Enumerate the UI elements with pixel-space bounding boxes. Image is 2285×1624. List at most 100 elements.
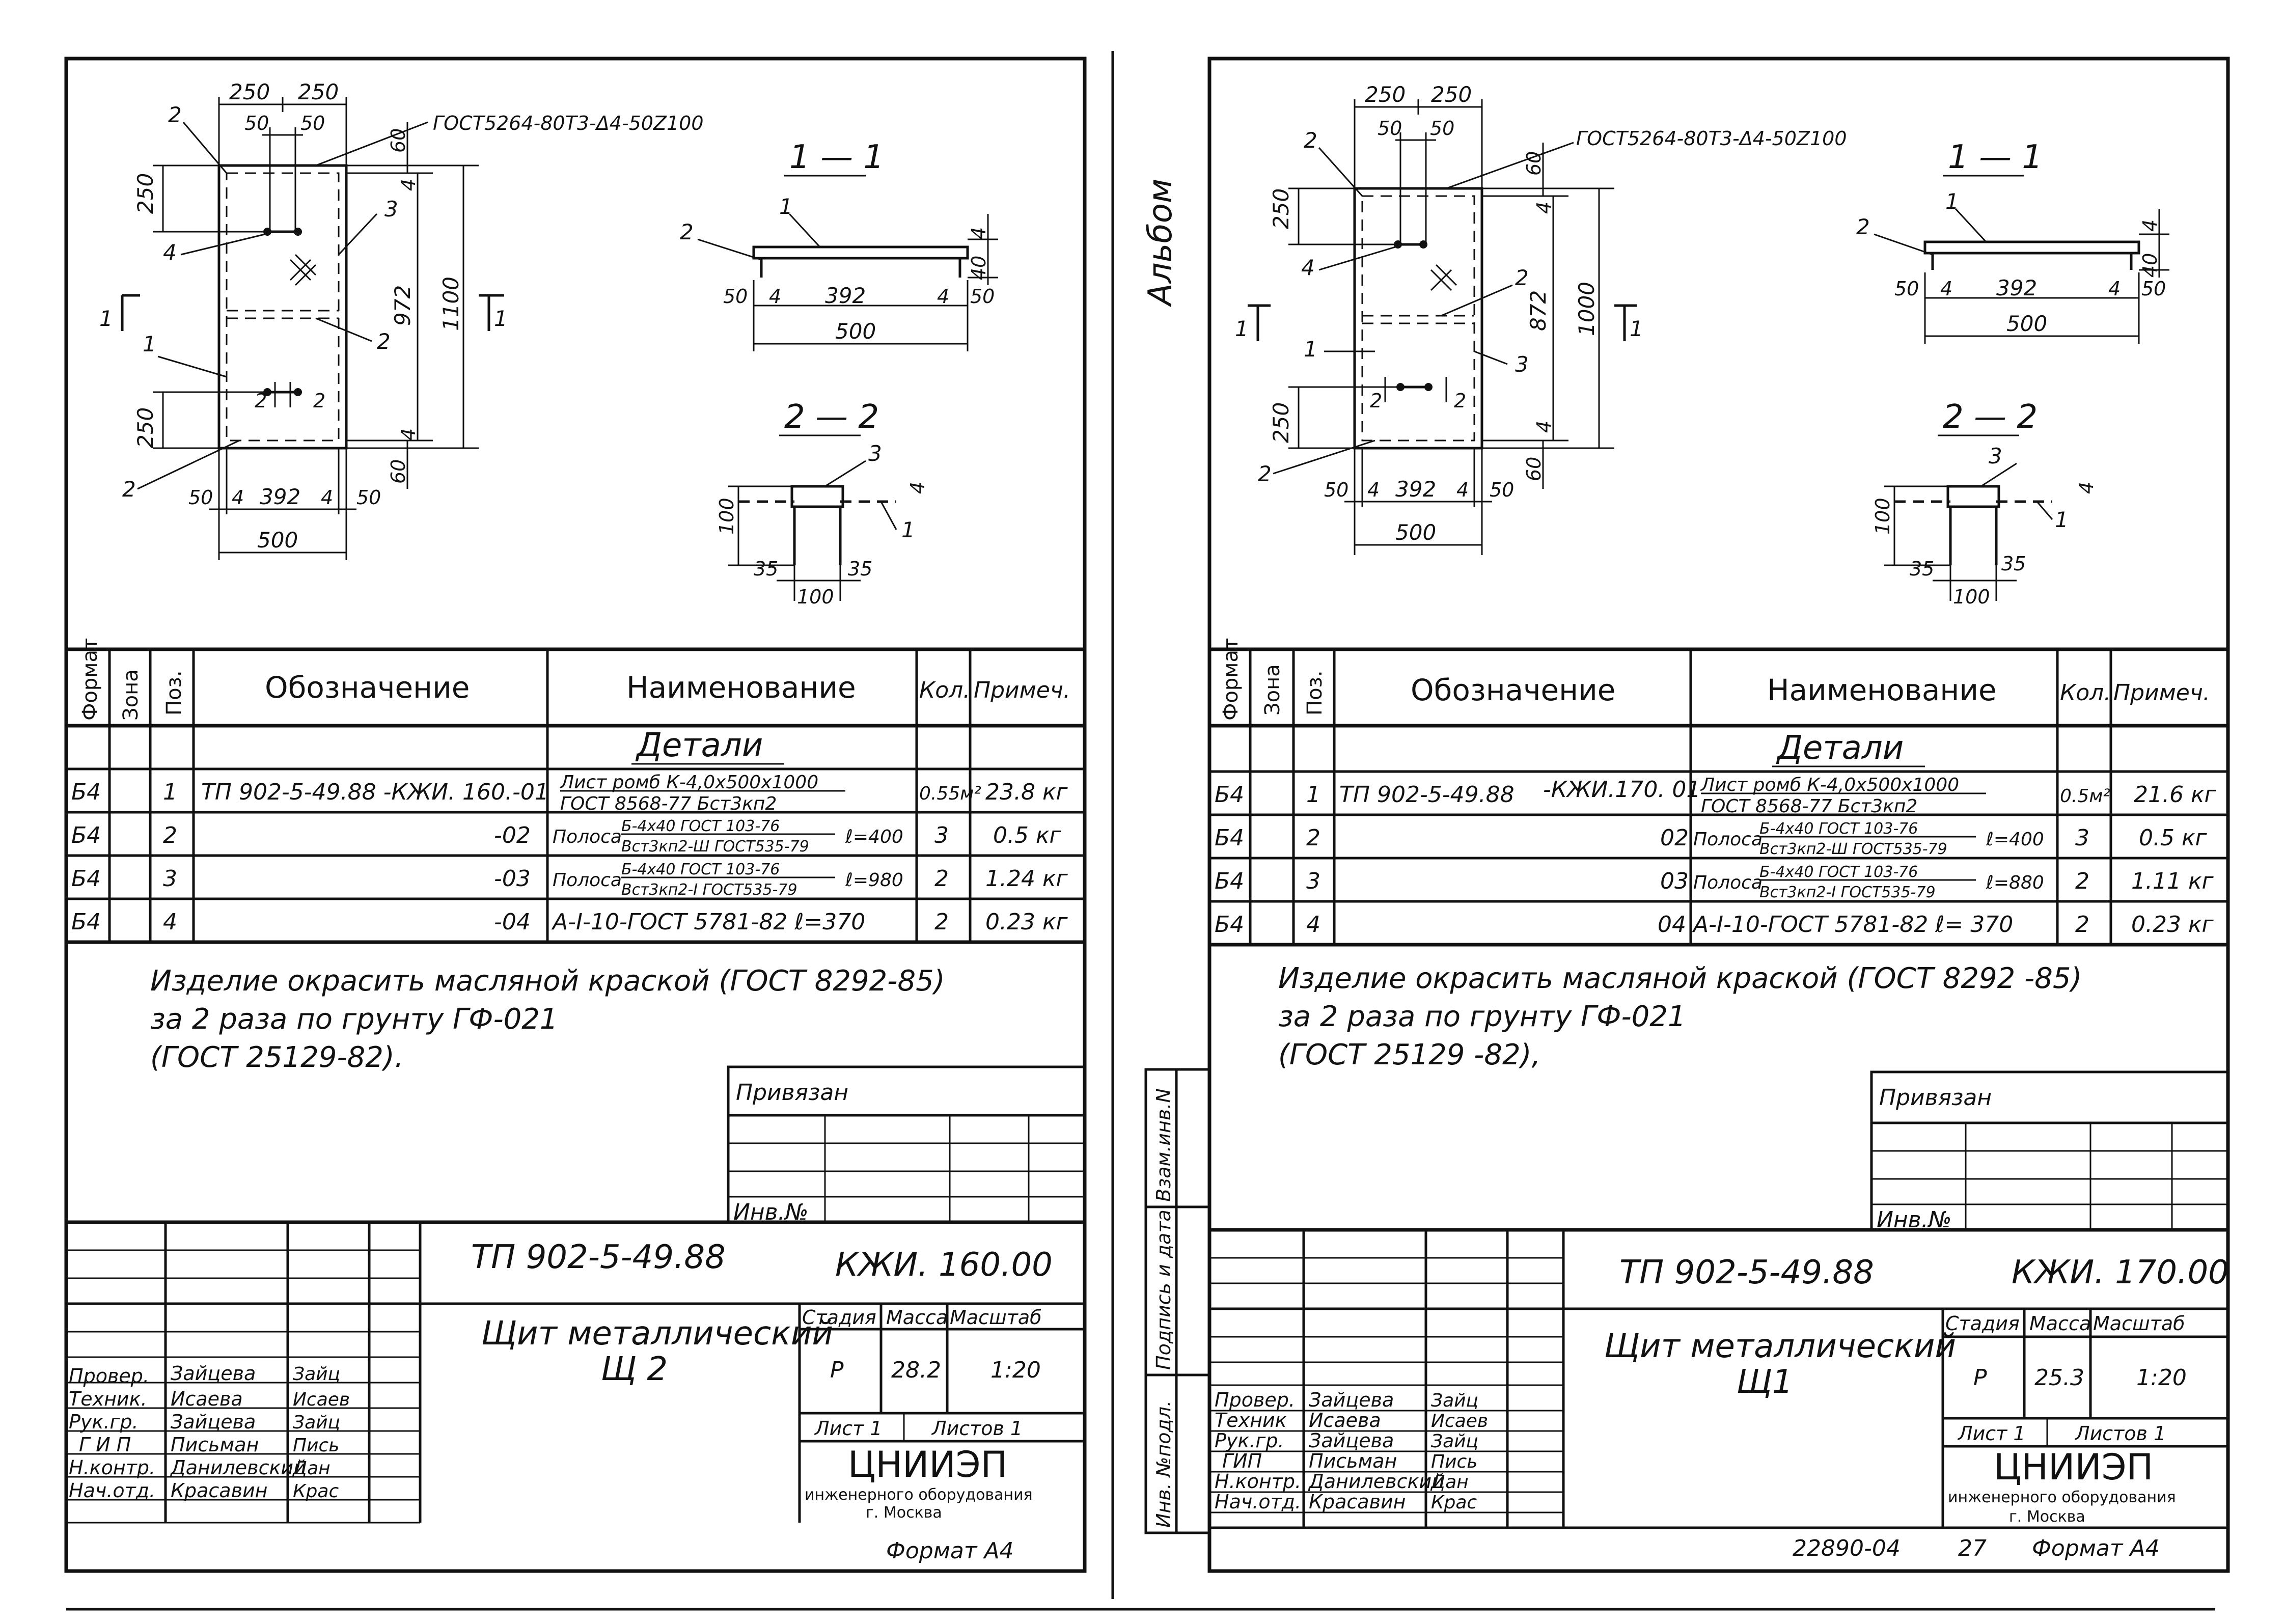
album-label: Альбом	[1142, 179, 1179, 308]
r-th-name: Наименование	[1767, 673, 1997, 707]
r-callout-4: 4	[1301, 255, 1315, 280]
signer1-name: Зайцева	[171, 1362, 256, 1385]
r-row1-designation-suffix: -КЖИ.170. 01	[1543, 777, 1700, 803]
sheets-count: Листов 1	[931, 1417, 1023, 1440]
sheet-number: Лист 1	[814, 1417, 883, 1440]
row4-designation: -04	[494, 909, 531, 935]
s2-callout-3: 3	[868, 441, 882, 466]
row3-pos: 3	[163, 866, 177, 892]
right-sheet: Альбом Инв. №подл. Подпись и дата Взам.и…	[1142, 57, 2230, 1573]
r-signer3-role: Рук.гр.	[1215, 1429, 1284, 1452]
r-callout-2-bot: 2	[1258, 461, 1272, 486]
r-s2-dim-35-2: 35	[2001, 553, 2026, 575]
r-dim-left-250-1: 250	[1269, 188, 1293, 229]
r-s2-dim-100-v: 100	[1871, 498, 1894, 535]
signer6-name: Красавин	[171, 1479, 268, 1502]
right-title-block: ТП 902-5-49.88 КЖИ. 170.00 Щит металличе…	[1209, 1228, 2229, 1529]
r-note-line-2: за 2 раза по грунту ГФ-021	[1278, 1000, 1686, 1033]
r-signer3-signature: Зайц	[1431, 1431, 1478, 1452]
dim-bot-500: 500	[257, 528, 298, 553]
r-dim-bot-4-1: 4	[1367, 479, 1380, 501]
r-signer2-role: Техник	[1215, 1409, 1287, 1432]
r-row3-designation: 03	[1660, 868, 1689, 894]
r-row2-qty: 3	[2075, 825, 2089, 851]
r-row2-pos: 2	[1306, 825, 1320, 851]
mesh-hatch	[289, 254, 317, 286]
r-cut-1-left: 1	[1235, 316, 1249, 341]
r-row3-name-bottom: Вст3кп2-I ГОСТ535-79	[1759, 884, 1936, 901]
signer2-name: Исаева	[171, 1388, 243, 1410]
r-s1-dim-40-v: 40	[2139, 253, 2161, 278]
signer5-name: Данилевский	[170, 1456, 306, 1479]
r-s1-dim-392: 392	[1996, 276, 2037, 300]
r-dim-bot-50-1: 50	[1324, 479, 1348, 501]
r-dim-right-60-2: 60	[1523, 457, 1545, 481]
r-stage-label: Стадия	[1945, 1312, 2020, 1335]
s2-dim-35-1: 35	[754, 558, 778, 580]
r-row1-designation: ТП 902-5-49.88	[1339, 782, 1515, 808]
r-s1-dim-50-1: 50	[1894, 278, 1919, 300]
drawing-subtitle: Щ 2	[601, 1351, 668, 1388]
dim-bot-4-2: 4	[321, 486, 333, 509]
cut-2-left: 2	[255, 390, 267, 412]
right-plan-view: 250 250 50 50 250 250 872 1000 60	[1235, 82, 1847, 555]
r-signer3-name: Зайцева	[1309, 1429, 1394, 1452]
row4-name: А-I-10-ГОСТ 5781-82 ℓ=370	[551, 909, 865, 935]
dim-872: 872	[1526, 290, 1551, 331]
section-details: Детали	[635, 727, 763, 764]
s2-dim-35-2: 35	[848, 558, 872, 580]
r-row4-name: А-I-10-ГОСТ 5781-82 ℓ= 370	[1692, 912, 2013, 938]
row2-name-prefix: Полоса	[553, 827, 622, 847]
th-note: Примеч.	[974, 677, 1070, 703]
row3-name-bottom: Вст3кп2-I ГОСТ535-79	[621, 881, 797, 899]
r-signer2-signature: Исаев	[1431, 1411, 1488, 1432]
r-s1-callout-1: 1	[1945, 189, 1959, 214]
r-signer1-role: Провер.	[1215, 1389, 1295, 1411]
stage-value: Р	[830, 1357, 844, 1383]
r-row3-pos: 3	[1306, 868, 1320, 894]
r-scale-value: 1:20	[2136, 1365, 2187, 1391]
r-row3-name-top: Б-4х40 ГОСТ 103-76	[1759, 863, 1918, 881]
row3-note: 1.24 кг	[985, 866, 1068, 892]
th-designation: Обозначение	[265, 670, 470, 705]
dim-top-250-2: 250	[298, 79, 339, 104]
signer1-role: Провер.	[69, 1365, 149, 1387]
dim-bot-4-1: 4	[232, 486, 244, 509]
s2-dim-100-h: 100	[797, 586, 834, 608]
th-name: Наименование	[626, 670, 856, 705]
r-org-subtitle: инженерного оборудования	[1948, 1489, 2176, 1506]
row1-note: 23.8 кг	[985, 779, 1068, 805]
privyazan-label: Привязан	[736, 1080, 848, 1106]
dim-bot-50-1: 50	[188, 486, 213, 509]
r-s1-dim-50-2: 50	[2141, 278, 2166, 300]
r-s2-dim-4: 4	[2075, 482, 2098, 494]
r-cut-2-left: 2	[1370, 390, 1382, 412]
r-dim-right-4-2: 4	[1533, 421, 1555, 433]
r-signer4-role: ГИП	[1222, 1450, 1262, 1472]
cut-2-right: 2	[313, 390, 325, 412]
row3-name-len: ℓ=980	[845, 870, 903, 891]
r-dim-top-50-2: 50	[1430, 117, 1454, 140]
r-dim-bot-392: 392	[1395, 477, 1436, 502]
side-stamp: Инв. №подл. Подпись и дата Взам.инв.N	[1144, 1068, 1211, 1534]
cut-1-left: 1	[99, 306, 113, 331]
right-privyazan-block: Привязан Инв.№	[1870, 1070, 2229, 1233]
left-format-label: Формат А4	[886, 1538, 1014, 1564]
dim-left-250-1: 250	[133, 173, 158, 214]
r-row3-name-prefix: Полоса	[1693, 872, 1763, 893]
page-number: 27	[1958, 1535, 1987, 1561]
mass-value: 28.2	[891, 1357, 941, 1383]
r-signer5-role: Н.контр.	[1215, 1470, 1301, 1493]
r-row3-qty: 2	[2075, 868, 2089, 894]
signer5-role: Н.контр.	[69, 1456, 155, 1479]
r-privyazan-label: Привязан	[1879, 1085, 1992, 1111]
r-th-format: Формат	[1219, 638, 1243, 721]
dim-top-50-2: 50	[300, 112, 325, 134]
r-gost-weld-label: ГОСТ5264-80Т3-Δ4-50Z100	[1576, 127, 1847, 150]
row1-qty: 0.55м²	[919, 783, 981, 804]
signer4-signature: Пись	[293, 1435, 339, 1456]
dim-right-4-1: 4	[397, 179, 420, 191]
th-qty: Кол.	[919, 677, 970, 703]
r-s1-dim-500: 500	[2006, 311, 2047, 336]
